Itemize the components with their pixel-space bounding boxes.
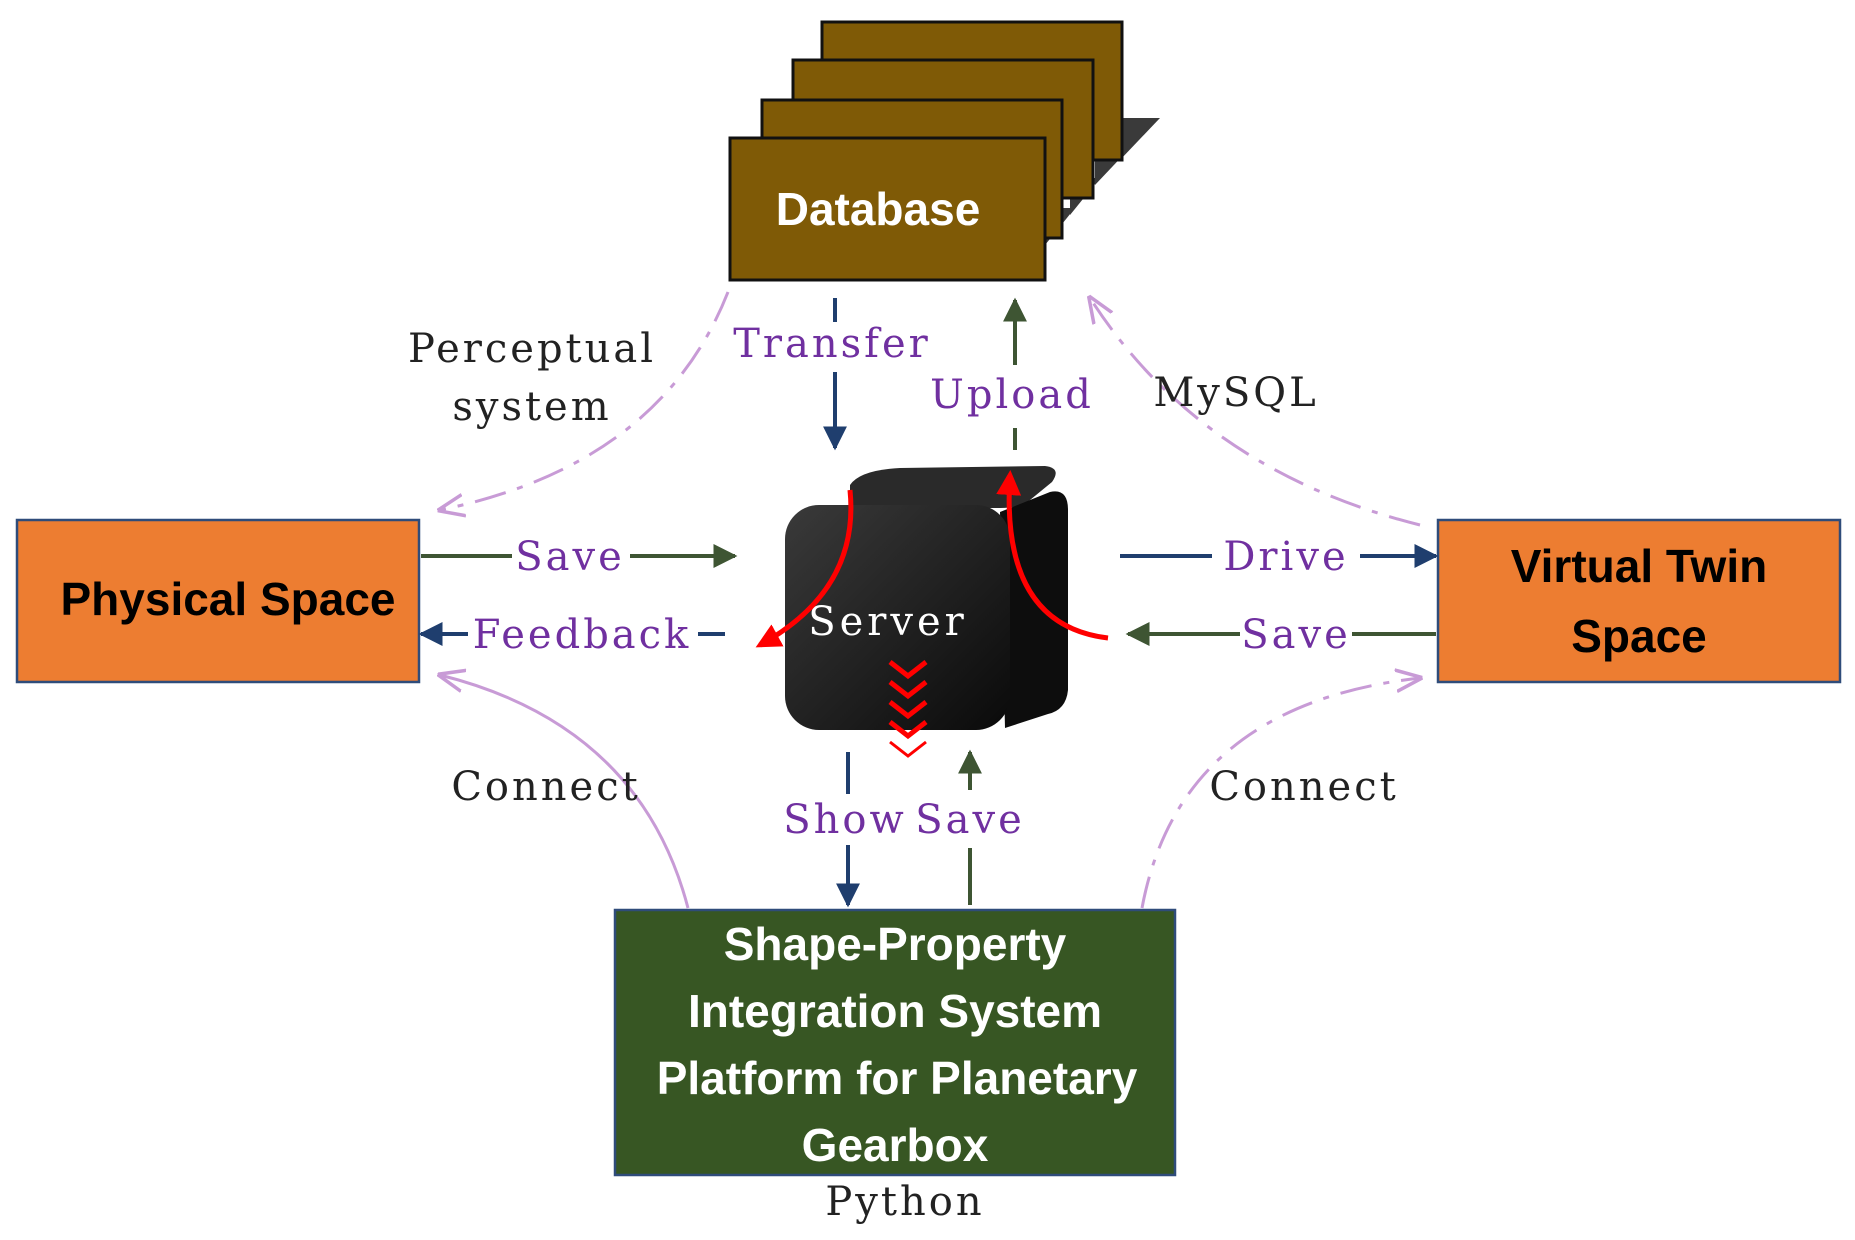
connect-left-label: Connect xyxy=(451,764,640,810)
platform-label-line3: Platform for Planetary xyxy=(657,1052,1138,1104)
server-cube-top xyxy=(850,466,1056,508)
drive-label: Drive xyxy=(1223,534,1348,580)
show-label: Show xyxy=(783,797,906,843)
virtual-twin-space-node: Virtual Twin Space xyxy=(1436,518,1842,684)
server-node: Server xyxy=(755,466,1109,758)
feedback-label: Feedback xyxy=(473,612,692,658)
annotations: Perceptual system MySQL Connect Connect … xyxy=(408,326,1398,1225)
virtual-twin-space-box xyxy=(1436,518,1842,684)
curved-connectors xyxy=(440,291,1421,909)
mysql-label: MySQL xyxy=(1153,370,1318,416)
virtual-twin-space-label-line1: Virtual Twin xyxy=(1511,540,1767,592)
edge-labels: Transfer Upload Save Feedback Drive Save… xyxy=(473,321,1351,843)
platform-label-line2: Integration System xyxy=(688,985,1102,1037)
platform-node: Shape-Property Integration System Platfo… xyxy=(613,908,1177,1177)
platform-label-line4: Gearbox xyxy=(802,1119,989,1171)
database-label: Database xyxy=(776,183,981,235)
database-stack: Database xyxy=(728,20,1160,282)
server-flow-down-arrow xyxy=(755,489,854,648)
perceptual-curve xyxy=(440,291,730,510)
server-chevrons xyxy=(888,660,928,758)
upload-label: Upload xyxy=(930,372,1094,418)
transfer-label: Transfer xyxy=(733,321,931,367)
mysql-curve xyxy=(1090,298,1421,527)
platform-box xyxy=(613,908,1177,1177)
perceptual-system-label-line1: Perceptual xyxy=(408,326,656,372)
platform-label-line1: Shape-Property xyxy=(724,918,1067,970)
physical-space-label: Physical Space xyxy=(61,573,396,625)
server-flow-up-arrow xyxy=(996,470,1109,641)
perceptual-system-label-line2: system xyxy=(452,384,611,430)
python-label: Python xyxy=(825,1179,984,1225)
connection-arrows xyxy=(418,297,1439,908)
database-box xyxy=(728,136,1047,282)
physical-space-box xyxy=(15,518,421,684)
connect-right-curve xyxy=(1140,678,1420,909)
virtual-twin-space-label-line2: Space xyxy=(1571,610,1707,662)
save-left-label: Save xyxy=(515,534,625,580)
save-bottom-label: Save xyxy=(915,797,1025,843)
connect-left-curve xyxy=(440,675,690,909)
server-label: Server xyxy=(808,599,968,645)
save-right-label: Save xyxy=(1241,612,1351,658)
connect-right-label: Connect xyxy=(1209,764,1398,810)
server-cube-side xyxy=(1000,491,1068,728)
physical-space-node: Physical Space xyxy=(15,518,421,684)
